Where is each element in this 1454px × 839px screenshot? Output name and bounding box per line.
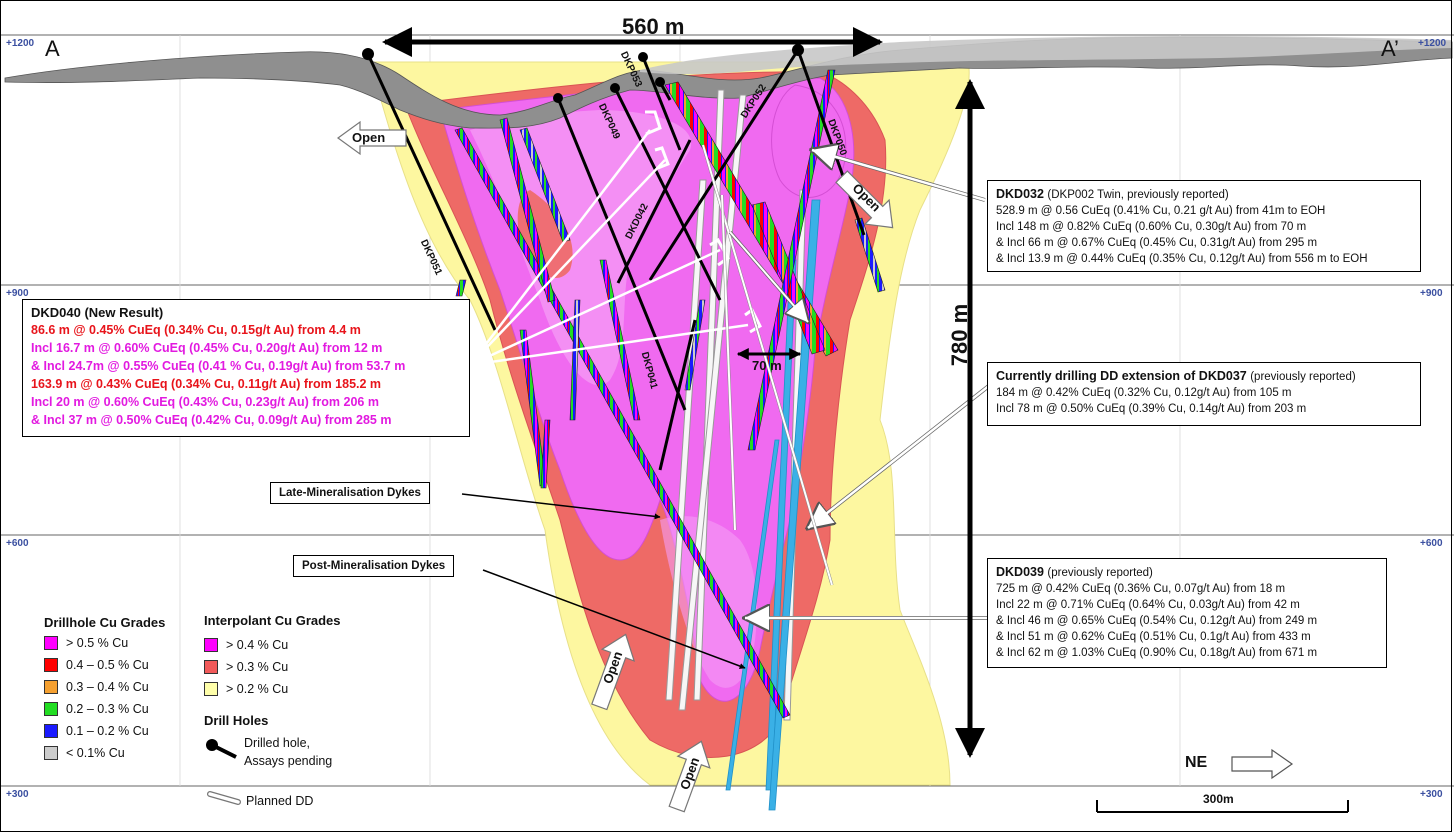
dkd039-line-2: Incl 22 m @ 0.71% CuEq (0.64% Cu, 0.03g/… [996,599,1300,611]
dkd040-line-3: & Incl 24.7m @ 0.55% CuEq (0.41 % Cu, 0.… [31,359,406,373]
shell-04-lobe [660,516,757,688]
pending-drillholes [366,49,866,471]
legend-drillhole-title: Drillhole Cu Grades [44,615,166,630]
callout-arrows [461,493,746,669]
legend-swatch [44,680,58,694]
legend-interpolant-title: Interpolant Cu Grades [204,613,341,628]
legend-swatch [44,658,58,672]
dkd040-line-6: & Incl 37 m @ 0.50% CuEq (0.42% Cu, 0.09… [31,413,392,427]
post-dykes-label: Post-Mineralisation Dykes [293,555,455,577]
elev-300-right: +300 [1420,789,1443,800]
section-start-label: A [45,36,60,61]
dyke-gap-label: 70 m [752,358,782,373]
legend-interpolant-item: > 0.2 % Cu [204,682,288,696]
legend-planned-label: Planned DD [246,794,314,808]
dkd039-line-5: & Incl 62 m @ 1.03% CuEq (0.90% Cu, 0.18… [996,647,1318,659]
dkd037-line-2: Incl 78 m @ 0.50% CuEq (0.39% Cu, 0.14g/… [996,403,1307,415]
dkd040-line-1: 86.6 m @ 0.45% CuEq (0.34% Cu, 0.15g/t A… [31,323,361,337]
dkd039-line-4: & Incl 51 m @ 0.62% CuEq (0.51% Cu, 0.1g… [996,631,1311,643]
dkd040-result-box: DKD040 (New Result) 86.6 m @ 0.45% CuEq … [22,299,470,437]
north-direction-label: NE [1185,754,1208,771]
legend-swatch [44,746,58,760]
dkd032-line-3: & Incl 66 m @ 0.67% CuEq (0.45% Cu, 0.31… [996,237,1318,249]
elev-1200-right: +1200 [1418,38,1447,49]
legend-planned-icon [207,791,241,805]
dkd040-line-2: Incl 16.7 m @ 0.60% CuEq (0.45% Cu, 0.20… [31,341,383,355]
legend-swatch [204,638,218,652]
dimension-arrows [382,27,985,758]
section-end-label: A’ [1381,36,1399,61]
legend-drilled-hole-icon [206,739,237,759]
dkd032-title: DKD032 [996,187,1044,201]
legend-interpolant-item: > 0.3 % Cu [204,660,288,674]
dkd039-title: DKD039 [996,565,1044,579]
elev-1200-left: +1200 [6,38,35,49]
legend-drillhole-item: < 0.1% Cu [44,746,125,760]
legend-drillhole-item: 0.3 – 0.4 % Cu [44,680,149,694]
legend-drilled-hole-label: Drilled hole, [244,736,311,750]
dkd032-result-box: DKD032 (DKP002 Twin, previously reported… [987,180,1421,272]
dkd032-line-4: & Incl 13.9 m @ 0.44% CuEq (0.35% Cu, 0.… [996,253,1368,265]
dkd040-line-4: 163.9 m @ 0.43% CuEq (0.34% Cu, 0.11g/t … [31,377,382,391]
legend-drillhole-item: 0.1 – 0.2 % Cu [44,724,149,738]
dkd037-line-1: 184 m @ 0.42% CuEq (0.32% Cu, 0.12g/t Au… [996,387,1292,399]
depth-dimension-label: 780 m [947,303,972,367]
late-dykes-label: Late-Mineralisation Dykes [270,482,430,504]
legend-interpolant-item: > 0.4 % Cu [204,638,288,652]
open-arrows [336,120,894,813]
width-dimension-label: 560 m [622,14,685,39]
legend-drillhole-item: 0.4 – 0.5 % Cu [44,658,149,672]
open-label-west: Open [352,130,386,145]
dkd039-line-3: & Incl 46 m @ 0.65% CuEq (0.54% Cu, 0.12… [996,615,1318,627]
legend-holes-title: Drill Holes [204,713,269,728]
dkd039-line-1: 725 m @ 0.42% CuEq (0.36% Cu, 0.07g/t Au… [996,583,1286,595]
dkd037-title: Currently drilling DD extension of DKD03… [996,369,1247,383]
dkd039-result-box: DKD039 (previously reported) 725 m @ 0.4… [987,558,1387,668]
legend-swatch [204,682,218,696]
elev-600-left: +600 [6,538,29,549]
dkd040-line-5: Incl 20 m @ 0.60% CuEq (0.43% Cu, 0.23g/… [31,395,379,409]
dkd040-pointers [469,129,749,367]
scale-bar-label: 300m [1203,792,1234,806]
elev-900-left: +900 [6,288,29,299]
dkd037-result-box: Currently drilling DD extension of DKD03… [987,362,1421,426]
legend-swatch [44,724,58,738]
dkd039-subtitle: (previously reported) [1047,567,1153,579]
elev-600-right: +600 [1420,538,1443,549]
legend-drillhole-item: > 0.5 % Cu [44,636,128,650]
dkd032-line-1: 528.9 m @ 0.56 CuEq (0.41% Cu, 0.21 g/t … [996,205,1326,217]
legend-assays-pending-label: Assays pending [244,754,333,768]
dkd037-subtitle: (previously reported) [1250,371,1356,383]
dkd032-line-2: Incl 148 m @ 0.82% CuEq (0.60% Cu, 0.30g… [996,221,1307,233]
topography-light [640,36,1452,75]
dkd040-title: DKD040 (New Result) [31,305,164,320]
legend-swatch [204,660,218,674]
scale-bar [1096,800,1349,813]
legend-swatch [44,702,58,716]
north-arrow-icon [1231,748,1294,780]
legend-swatch [44,636,58,650]
elev-300-left: +300 [6,789,29,800]
legend-drillhole-item: 0.2 – 0.3 % Cu [44,702,149,716]
elev-900-right: +900 [1420,288,1443,299]
topography-surface [4,36,1453,129]
dkd032-subtitle: (DKP002 Twin, previously reported) [1047,189,1229,201]
